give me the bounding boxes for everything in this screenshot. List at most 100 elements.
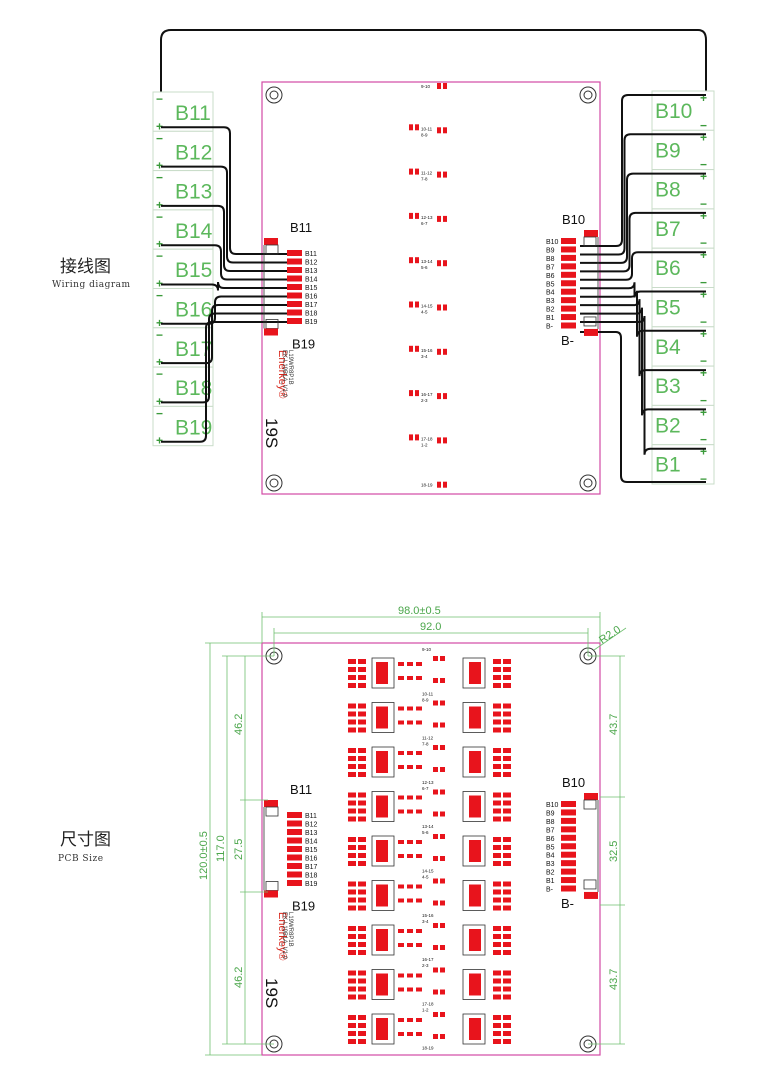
size-balance-label: 16-17 [422, 957, 434, 962]
cell-b11: B11−+ [152, 91, 214, 133]
size-model-label-2: L19WR8P1B [287, 912, 293, 947]
size-right-connector-tab-bottom [584, 891, 598, 899]
size-balance-label: 17-18 [422, 1001, 434, 1006]
left-connector-pin-pad [287, 318, 302, 324]
size-balance-label: 8-9 [422, 697, 429, 702]
wire-b19 [161, 321, 290, 443]
cell-label: B10 [655, 100, 692, 123]
cell-minus-sign: − [156, 328, 163, 342]
right-connector-pin-pad [561, 288, 576, 295]
cell-minus-sign: − [700, 158, 707, 172]
size-left-connector-pin-label: B14 [305, 839, 318, 846]
balance-label: 3-4 [421, 354, 428, 359]
right-connector-housing-top [583, 236, 597, 247]
cell-plus-sign: + [700, 445, 707, 459]
left-connector-pin-label: B16 [305, 294, 318, 301]
cell-b19: B19−+ [152, 405, 214, 448]
cell-plus-sign: + [700, 170, 707, 184]
balance-channel-row [348, 967, 511, 1000]
dim-total-height-text: 120.0±0.5 [198, 831, 210, 880]
size-right-connector-pin-pad [561, 834, 576, 841]
left-connector-pin-pad [287, 250, 302, 256]
cell-plus-sign: + [700, 366, 707, 380]
cell-minus-sign: − [156, 92, 163, 106]
right-connector-pin-pad [561, 238, 576, 244]
size-right-connector-pin-label: B9 [546, 810, 555, 817]
balance-channel-row [348, 789, 511, 822]
cell-plus-sign: + [156, 316, 163, 330]
size-right-connector-housing-bottom [583, 879, 597, 890]
wire-b14 [161, 244, 290, 281]
dim-right-top-text: 43.7 [608, 714, 620, 735]
right-connector-bottom: B- [561, 333, 574, 348]
balance-label: 9-10 [421, 84, 431, 89]
right-connector-title: B10 [562, 212, 585, 227]
size-right-connector-pin-pad [561, 843, 576, 850]
left-connector-pin-label: B19 [305, 319, 318, 326]
dim-left-segments: 46.2 27.5 46.2 [233, 656, 268, 1044]
balance-label: 1-2 [421, 442, 428, 447]
size-left-connector-pin-pad [287, 854, 302, 861]
cell-plus-sign: + [700, 91, 707, 105]
cell-label: B19 [175, 416, 212, 439]
size-balance-label: 2-3 [422, 963, 429, 968]
size-right-connector-pin-pad [561, 885, 576, 892]
size-right-connector-pin-pad [561, 877, 576, 884]
right-connector-pin-pad [561, 322, 576, 329]
dim-radius-text: R2.0 [597, 624, 623, 647]
cell-label: B11 [175, 102, 211, 125]
model-label-2: L19WR8P1B [287, 350, 293, 385]
left-connector-pin-pad [287, 292, 302, 299]
size-brand-label: Enerkey® [276, 912, 288, 960]
cell-minus-sign: − [700, 393, 707, 407]
size-balance-label: 4-5 [422, 875, 429, 880]
cell-b1: B1+− [651, 444, 715, 486]
left-connector-pin-label: B17 [305, 302, 318, 309]
left-connector-pin-label: B13 [305, 268, 318, 275]
right-connector-pin-label: B7 [546, 264, 555, 271]
size-balance-label: 7-8 [422, 742, 429, 747]
size-right-connector-pin-label: B2 [546, 870, 555, 877]
cell-plus-sign: + [156, 237, 163, 251]
wire-b2 [580, 307, 706, 416]
wire-b5 [580, 282, 706, 298]
right-connector-pin-label: B- [546, 324, 554, 331]
balance-pad-group: 10-118-9 [409, 124, 447, 137]
size-left-connector-pin-label: B16 [305, 856, 318, 863]
right-connector-pin-label: B9 [546, 247, 555, 254]
dim-hole-height-text: 117.0 [215, 835, 227, 862]
left-connector-pin-label: B11 [305, 251, 317, 258]
balance-channel-row [348, 745, 511, 778]
size-right-connector-tab-top [584, 793, 598, 800]
right-connector-pin-pad [561, 254, 576, 261]
cell-minus-sign: − [156, 249, 163, 263]
right-connector-pin-pad [561, 271, 576, 278]
cell-plus-sign: + [700, 130, 707, 144]
mount-hole-bl [265, 474, 283, 492]
size-left-connector-pin-pad [287, 812, 302, 818]
cell-plus-sign: + [700, 327, 707, 341]
size-right-connector-pin-label: B3 [546, 861, 555, 868]
size-right-connector-pin-label: B- [546, 887, 554, 894]
wire-b11 [161, 126, 290, 255]
cell-plus-sign: + [156, 159, 163, 173]
balance-pad-group: 13-145-6 [409, 257, 447, 270]
size-left-connector-tab-top [264, 800, 278, 807]
pcb-board [261, 81, 601, 495]
size-right-connector-pin-pad [561, 860, 576, 867]
cell-b10: B10+− [651, 90, 715, 132]
size-left-connector-pin-label: B12 [305, 822, 318, 829]
cell-minus-sign: − [700, 276, 707, 290]
balance-label: 15-16 [421, 348, 433, 353]
cell-b14: B14−+ [152, 209, 214, 251]
balance-label: 18-19 [421, 483, 433, 488]
wiring-diagram: 接线图 Wiring diagram B11−+B12−+B13−+B14−+B… [52, 29, 715, 495]
size-left-connector-pin-pad [287, 820, 302, 827]
wiring-title-cn: 接线图 [60, 257, 111, 277]
size-left-connector-pin-label: B15 [305, 847, 318, 854]
size-right-connector-pin-label: B7 [546, 827, 555, 834]
